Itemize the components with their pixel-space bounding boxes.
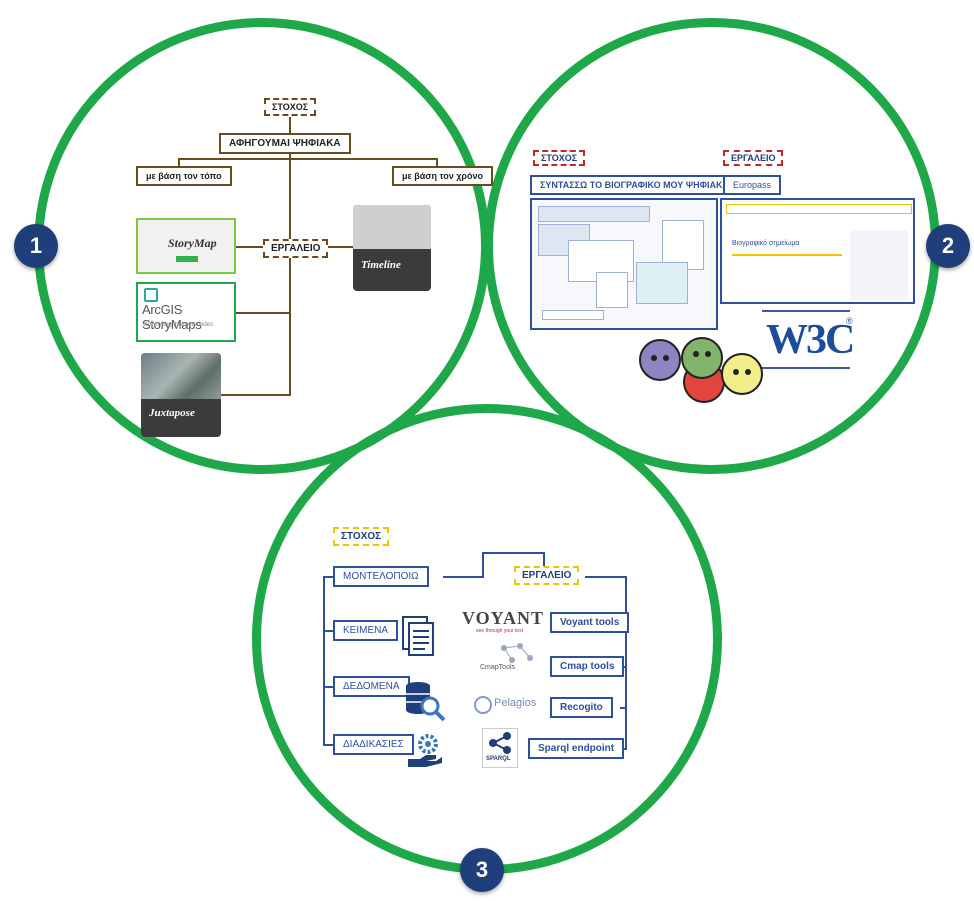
c3-left-item-processes: ΔΙΑΔΙΚΑΣΙΕΣ	[333, 734, 414, 755]
sparql-icon	[489, 732, 511, 754]
c3-line	[482, 552, 484, 578]
sparql-text: SPARQL	[486, 756, 511, 762]
europass-sidebar	[850, 230, 908, 300]
c3-line	[323, 576, 335, 578]
cv-step-7	[542, 310, 604, 320]
accessibility-faces-icon	[639, 337, 763, 403]
juxtapose-preview	[141, 353, 221, 399]
storymap-button	[176, 256, 198, 262]
timeline-preview	[353, 205, 431, 249]
c3-left-item-texts: ΚΕΙΜΕΝΑ	[333, 620, 399, 641]
c1-line	[178, 158, 438, 160]
c1-tool-tag: ΕΡΓΑΛΕΙΟ	[263, 239, 329, 258]
gear-hand-icon	[408, 734, 442, 767]
arcgis-label: ArcGIS StoryMaps	[142, 302, 202, 332]
c1-line	[220, 394, 291, 396]
c3-line	[482, 552, 544, 554]
pelagios-text: Pelagios	[494, 697, 537, 709]
c3-line	[323, 686, 335, 688]
badge-2: 2	[926, 224, 970, 268]
c2-title: ΣΥΝΤΑΣΣΩ ΤΟ ΒΙΟΓΡΑΦΙΚΟ ΜΟΥ ΨΗΦΙΑΚΑ	[530, 175, 739, 195]
timeline-label: Timeline	[361, 259, 401, 271]
c3-line	[543, 552, 545, 566]
cv-step-6	[636, 262, 688, 304]
cv-steps-screenshot	[530, 198, 718, 330]
c1-line	[178, 158, 180, 170]
juxtapose-tile[interactable]: Juxtapose	[141, 353, 221, 437]
c2-tool-tag: ΕΡΓΑΛΕΙΟ	[723, 150, 784, 166]
c3-goal-tag: ΣΤΟΧΟΣ	[333, 527, 390, 546]
cmap-graph-icon	[501, 643, 533, 663]
pelagios-logo: Pelagios	[474, 694, 548, 718]
voyant-sub: see through your text	[476, 628, 523, 634]
c1-line	[236, 312, 290, 314]
timeline-tile[interactable]: Timeline	[353, 205, 431, 291]
cv-step-4	[662, 220, 704, 270]
c3-tool-cmap[interactable]: Cmap tools	[550, 656, 625, 677]
w3c-text: W3C	[766, 317, 855, 363]
europass-panel-heading: Βιογραφικό σημείωμα	[732, 240, 800, 247]
c1-line	[436, 158, 438, 170]
juxtapose-label: Juxtapose	[149, 407, 195, 419]
sparql-logo: SPARQL	[482, 728, 518, 768]
c3-line	[323, 576, 325, 746]
cmap-text: CmapTools	[480, 664, 516, 671]
c1-title: ΑΦΗΓΟΥΜΑΙ ΨΗΦΙΑΚΑ	[219, 133, 351, 154]
arcgis-tile[interactable]: ArcGIS StoryMaps Storytelling that persu…	[136, 282, 236, 342]
storymap-label: StoryMap	[168, 236, 217, 250]
c1-line	[289, 117, 291, 139]
c1-line	[316, 246, 354, 248]
c3-line	[585, 576, 627, 578]
storymap-tile[interactable]: StoryMap	[136, 218, 236, 274]
arcgis-sub: Storytelling that persuades	[142, 322, 214, 328]
europass-divider	[732, 254, 842, 256]
c3-tool-sparql[interactable]: Sparql endpoint	[528, 738, 625, 759]
c2-goal-tag: ΣΤΟΧΟΣ	[533, 150, 586, 166]
document-icon	[402, 616, 434, 656]
c1-goal-tag: ΣΤΟΧΟΣ	[264, 98, 317, 116]
c3-line	[443, 576, 483, 578]
badge-3: 3	[460, 848, 504, 892]
europass-screenshot: Βιογραφικό σημείωμα	[720, 198, 915, 304]
c3-line	[625, 576, 627, 750]
c3-tool-voyant[interactable]: Voyant tools	[550, 612, 630, 633]
voyant-text: VOYANT	[462, 608, 544, 628]
europass-url-bar	[726, 204, 912, 214]
c1-line	[236, 246, 266, 248]
c3-line	[323, 744, 335, 746]
database-search-icon	[406, 682, 446, 722]
c3-line	[323, 630, 335, 632]
c3-left-item-modelling: ΜΟΝΤΕΛΟΠΟΙΩ	[333, 566, 429, 587]
pelagios-ring-icon	[474, 696, 492, 714]
voyant-logo: VOYANT see through your text	[462, 608, 546, 636]
c3-tool-recogito[interactable]: Recogito	[550, 697, 613, 718]
cv-step-1	[538, 206, 650, 222]
c3-line	[620, 707, 627, 709]
w3c-rule	[762, 310, 850, 312]
c2-tool-name: Europass	[723, 175, 782, 195]
w3c-rule	[762, 367, 850, 369]
cmap-logo: CmapTools	[478, 642, 538, 676]
c1-line	[289, 150, 291, 395]
c1-by-time: με βάση τον χρόνο	[392, 166, 493, 186]
badge-1: 1	[14, 224, 58, 268]
arcgis-logo-icon	[144, 288, 158, 302]
w3c-registered: ®	[846, 316, 853, 326]
c3-left-item-data: ΔΕΔΟΜΕΝΑ	[333, 676, 410, 697]
c3-tool-tag: ΕΡΓΑΛΕΙΟ	[514, 566, 580, 585]
w3c-logo: W3C ®	[762, 310, 855, 370]
cv-step-5	[596, 272, 628, 308]
c1-by-place: με βάση τον τόπο	[136, 166, 232, 186]
